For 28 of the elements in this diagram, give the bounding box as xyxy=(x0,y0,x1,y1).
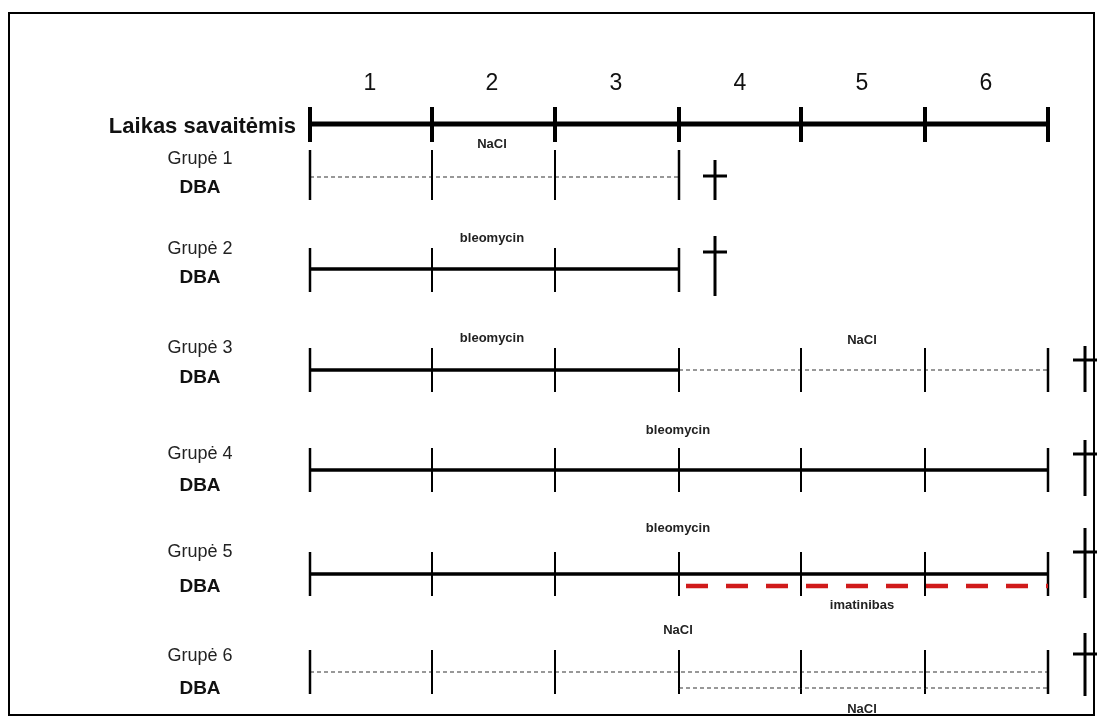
strain-label: DBA xyxy=(179,176,221,196)
strain-label: DBA xyxy=(179,366,221,386)
treatment-label: bleomycin xyxy=(459,230,525,244)
treatment-label: NaCl xyxy=(847,701,877,715)
treatment-label: NaCl xyxy=(663,622,693,636)
strain-label: DBA xyxy=(179,575,221,595)
strain-label: DBA xyxy=(179,474,221,494)
strain-label: DBA xyxy=(179,266,221,286)
group-label: Grupė 2 xyxy=(167,239,233,257)
strain-label: DBA xyxy=(179,677,221,697)
group-label: Grupė 5 xyxy=(167,542,233,560)
week-number: 4 xyxy=(733,70,747,94)
week-number: 2 xyxy=(485,70,499,94)
treatment-label: NaCl xyxy=(847,332,877,346)
treatment-label: NaCl xyxy=(477,136,507,150)
week-number: 1 xyxy=(363,70,377,94)
week-number: 3 xyxy=(609,70,623,94)
treatment-label: imatinibas xyxy=(829,597,895,611)
group-label: Grupė 6 xyxy=(167,646,233,664)
week-number: 5 xyxy=(855,70,869,94)
group-label: Grupė 1 xyxy=(167,149,233,167)
treatment-label: bleomycin xyxy=(645,520,711,534)
treatment-label: bleomycin xyxy=(645,422,711,436)
axis-label: Laikas savaitėmis xyxy=(108,115,296,137)
week-number: 6 xyxy=(979,70,993,94)
group-label: Grupė 4 xyxy=(167,444,233,462)
group-label: Grupė 3 xyxy=(167,338,233,356)
treatment-label: bleomycin xyxy=(459,330,525,344)
